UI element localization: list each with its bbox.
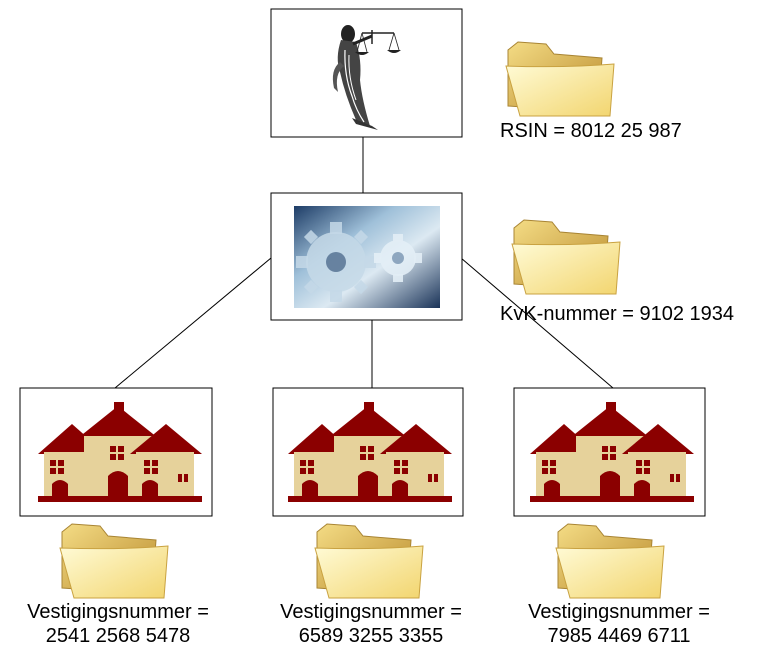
branch-label-line1: Vestigingsnummer = (280, 601, 462, 623)
rsin-label: RSIN = 8012 25 987 (500, 120, 682, 142)
gears-icon (294, 206, 440, 308)
folder-icon (511, 219, 621, 295)
branch-number-label-2: Vestigingsnummer = 6589 3255 3355 (280, 600, 462, 648)
middle-entity-box (270, 192, 463, 321)
folder-icon (555, 523, 665, 599)
branch-label-line2: 6589 3255 3355 (298, 625, 444, 647)
connector-middle-right (460, 257, 614, 389)
branch-number-label-3: Vestigingsnummer = 7985 4469 6711 (528, 600, 710, 648)
branch-box-2 (272, 387, 464, 517)
top-entity-box (270, 8, 463, 138)
scales-of-justice-icon (332, 25, 401, 130)
connector-middle-left (114, 257, 272, 389)
branch-label-line1: Vestigingsnummer = (528, 601, 710, 623)
folder-icon (314, 523, 424, 599)
folder-icon (505, 41, 615, 117)
branch-box-1 (19, 387, 213, 517)
branch-label-line2: 2541 2568 5478 (45, 625, 191, 647)
branch-label-line1: Vestigingsnummer = (27, 601, 209, 623)
folder-icon (59, 523, 169, 599)
branch-box-3 (513, 387, 706, 517)
branch-label-line2: 7985 4469 6711 (547, 625, 691, 647)
kvk-number-label: KvK-nummer = 9102 1934 (500, 303, 735, 325)
branch-number-label-1: Vestigingsnummer = 2541 2568 5478 (27, 600, 209, 648)
